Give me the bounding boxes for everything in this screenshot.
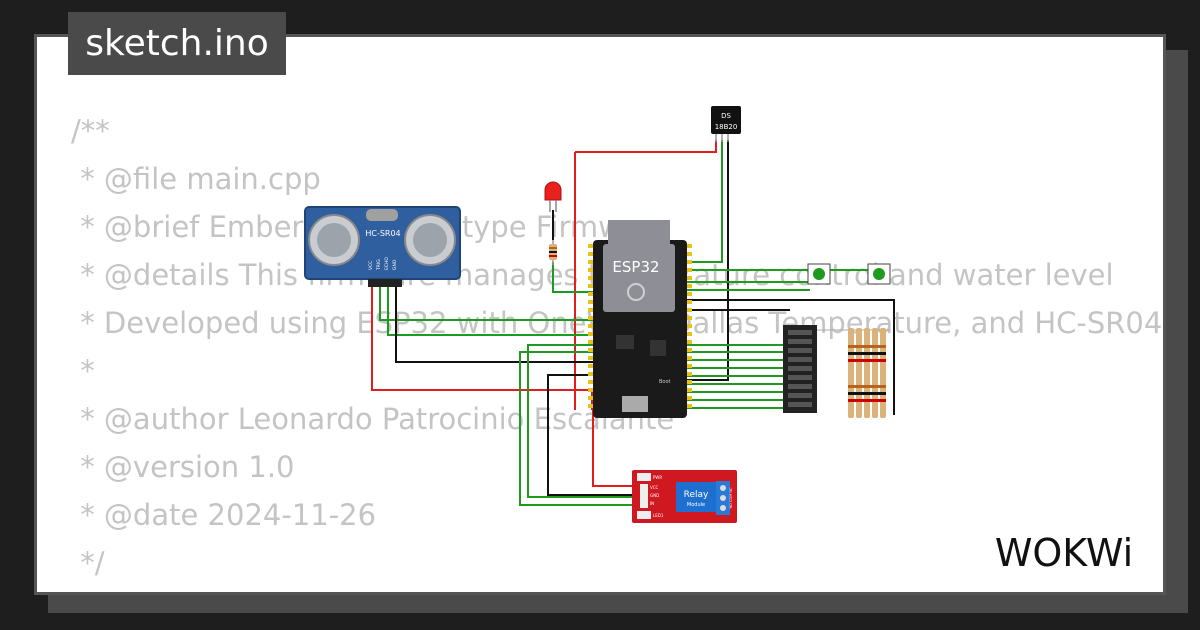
sketch-title: sketch.ino [68,12,286,75]
wokwi-logo: WOKWi [995,531,1133,575]
push-button-2[interactable] [867,263,891,285]
relay-pin-vcc: VCC [650,485,659,490]
wokwi-logo-text: WOKWi [995,531,1133,575]
ultrasonic-pin-echo: ECHO [384,257,390,270]
temperature-sensor[interactable]: DS 18B20 [711,106,741,142]
dip-switch[interactable] [783,325,817,413]
sensor-label-1: DS [721,112,731,120]
ultrasonic-pin-vcc: VCC [368,261,374,270]
code-line: */ [71,546,105,580]
relay-pin-led1: LED1 [653,513,664,518]
led-resistor[interactable] [549,240,557,265]
code-snippet: /** * @file main.cpp * @brief Ember Tech… [71,107,1162,587]
code-line: * [71,354,95,388]
relay-terminals: NO COM NC [729,487,733,508]
relay-module[interactable]: Relay Module NO COM NC PWR VCC GND IN LE… [632,470,737,523]
relay-sublabel: Module [687,502,705,508]
code-line: * @file main.cpp [71,162,321,196]
code-line: * @date 2024-11-26 [71,498,377,532]
ultrasonic-sensor[interactable]: HC-SR04 VCC TRIG ECHO GND [304,206,461,287]
red-led[interactable] [544,181,562,212]
ultrasonic-pin-gnd: GND [392,259,398,270]
push-button-1[interactable] [807,263,831,285]
sensor-label-2: 18B20 [715,123,738,131]
resistor-bank[interactable] [817,328,890,418]
boot-label: Boot [659,379,671,385]
relay-label: Relay [684,490,709,500]
code-line: /** [71,114,110,148]
ultrasonic-label: HC-SR04 [365,229,400,238]
esp32-board[interactable]: ESP32 Boot [588,220,692,418]
esp32-label: ESP32 [612,258,659,276]
relay-pin-gnd: GND [650,493,659,498]
code-line: * @author Leonardo Patrocinio Escalante [71,402,675,436]
relay-pin-pwr: PWR [653,475,662,480]
ultrasonic-pin-trig: TRIG [376,259,382,271]
relay-pin-in: IN [650,501,654,506]
code-line: * @version 1.0 [71,450,295,484]
